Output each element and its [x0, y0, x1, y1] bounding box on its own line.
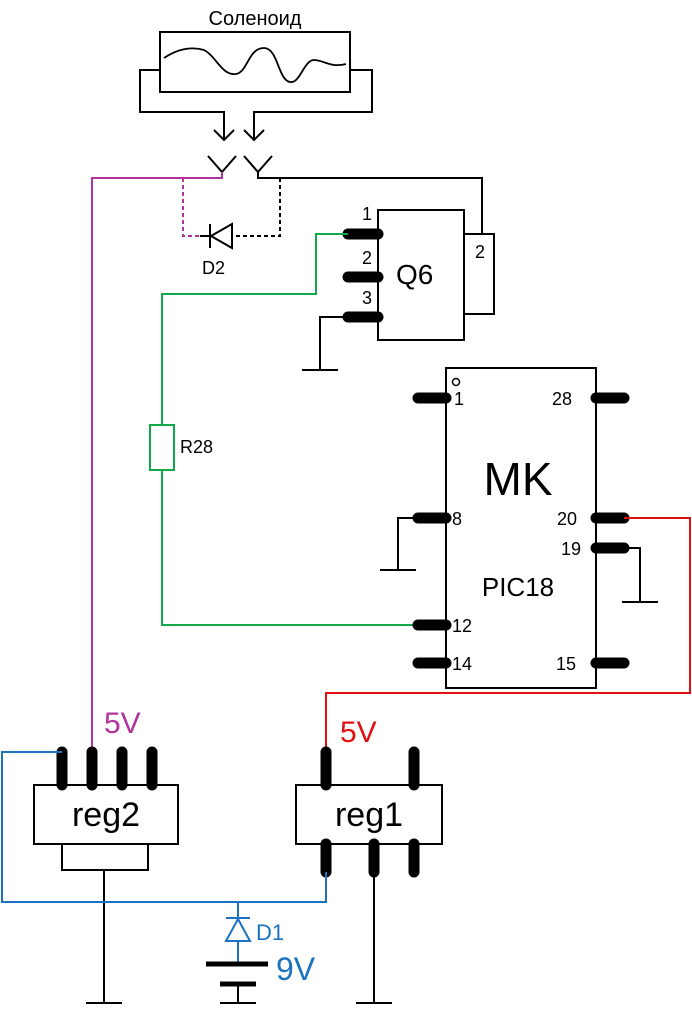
mcu-pin-14-label: 14: [452, 654, 472, 674]
q6-pin2-label: 2: [362, 248, 372, 268]
connector-fork-left: [207, 155, 237, 174]
d2-triangle: [208, 222, 233, 250]
q6-pin3-label: 3: [362, 288, 372, 308]
mcu-title: MK: [484, 453, 553, 505]
connector-arrow-left: [213, 129, 235, 142]
mcu-pin-8-label: 8: [452, 509, 462, 529]
reg2-label: reg2: [72, 796, 140, 834]
mcu-pins: [412, 392, 630, 669]
d2-dashed-left: [182, 178, 200, 237]
wire-9v-bus: [1, 751, 327, 903]
q6-pin1-label: 1: [362, 204, 372, 224]
q6-label: Q6: [396, 259, 433, 290]
diode-d1: [224, 916, 252, 964]
wire-q6-gate-to-r28: [161, 233, 348, 425]
d1-triangle: [224, 916, 252, 942]
regulator-reg1: [295, 746, 443, 878]
d2-dashed-right: [234, 178, 281, 237]
q6-tab: [463, 233, 495, 315]
reg2-output-label: 5V: [104, 707, 141, 740]
wire-r28-to-mcu-pin12: [161, 470, 418, 626]
solenoid-label: Соленоид: [209, 8, 302, 30]
diode-d2: [182, 178, 281, 250]
reg1-label: reg1: [335, 796, 403, 834]
connector-fork-right: [243, 155, 273, 174]
solenoid-body: [159, 31, 351, 93]
regulator-reg2: [33, 746, 179, 871]
d1-label: D1: [256, 920, 284, 945]
wire-mcu-pin19-ground: [624, 547, 641, 602]
mcu-pin1-marker: [451, 377, 461, 387]
solenoid-lead-left: [139, 69, 225, 140]
solenoid-winding: [163, 47, 347, 83]
reg1-output-label: 5V: [340, 716, 377, 749]
mcu-pin-20-label: 20: [557, 509, 577, 529]
resistor-r28: [149, 424, 175, 471]
wire-solenoid-to-reg2: [91, 172, 223, 752]
battery-9v: [206, 961, 268, 1004]
battery-label: 9V: [276, 951, 316, 987]
mcu-pin-15-label: 15: [556, 654, 576, 674]
mcu-part: PIC18: [482, 572, 554, 602]
mcu-pin-28-label: 28: [552, 389, 572, 409]
mcu-pin-19-label: 19: [561, 539, 581, 559]
mcu-pin-12-label: 12: [452, 616, 472, 636]
wire-reg1-5v-to-mcu-pin20: [325, 517, 691, 752]
reg2-tab: [61, 843, 149, 871]
wire-solenoid-to-q6-tab: [257, 172, 483, 234]
mcu-pin-1-label: 1: [454, 389, 464, 409]
reg2-body: [33, 784, 179, 845]
q6-tab-label: 2: [475, 242, 485, 262]
connector-arrow-right: [243, 129, 265, 142]
solenoid-lead-right: [253, 69, 373, 140]
solenoid: [139, 31, 373, 174]
wire-mcu-pin8-ground: [397, 517, 418, 570]
wire-q6-ground: [319, 316, 348, 370]
r28-label: R28: [180, 437, 213, 457]
d2-label: D2: [202, 258, 225, 278]
mcu-body: [445, 367, 597, 689]
